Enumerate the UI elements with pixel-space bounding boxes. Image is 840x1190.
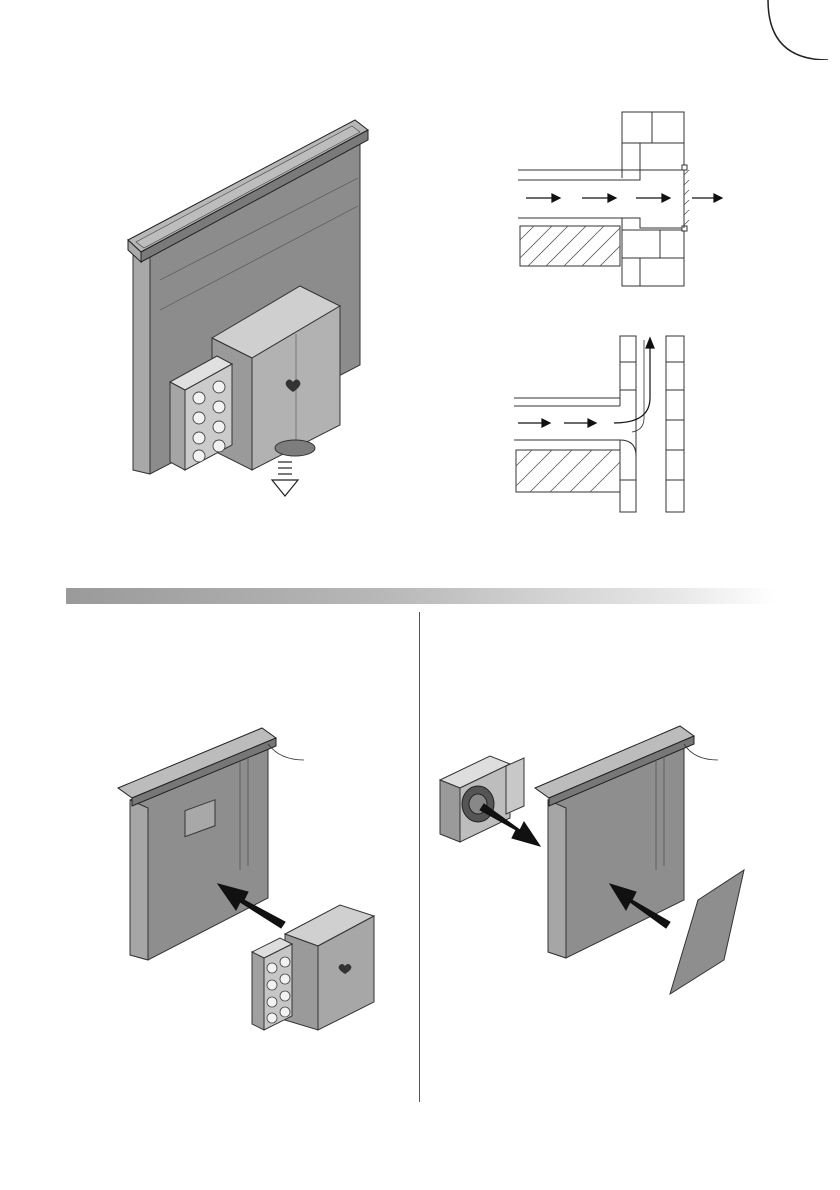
figure-mount-recirculation-unit: [118, 728, 374, 1030]
figure-mount-external-motor-with-cover: [440, 726, 744, 994]
